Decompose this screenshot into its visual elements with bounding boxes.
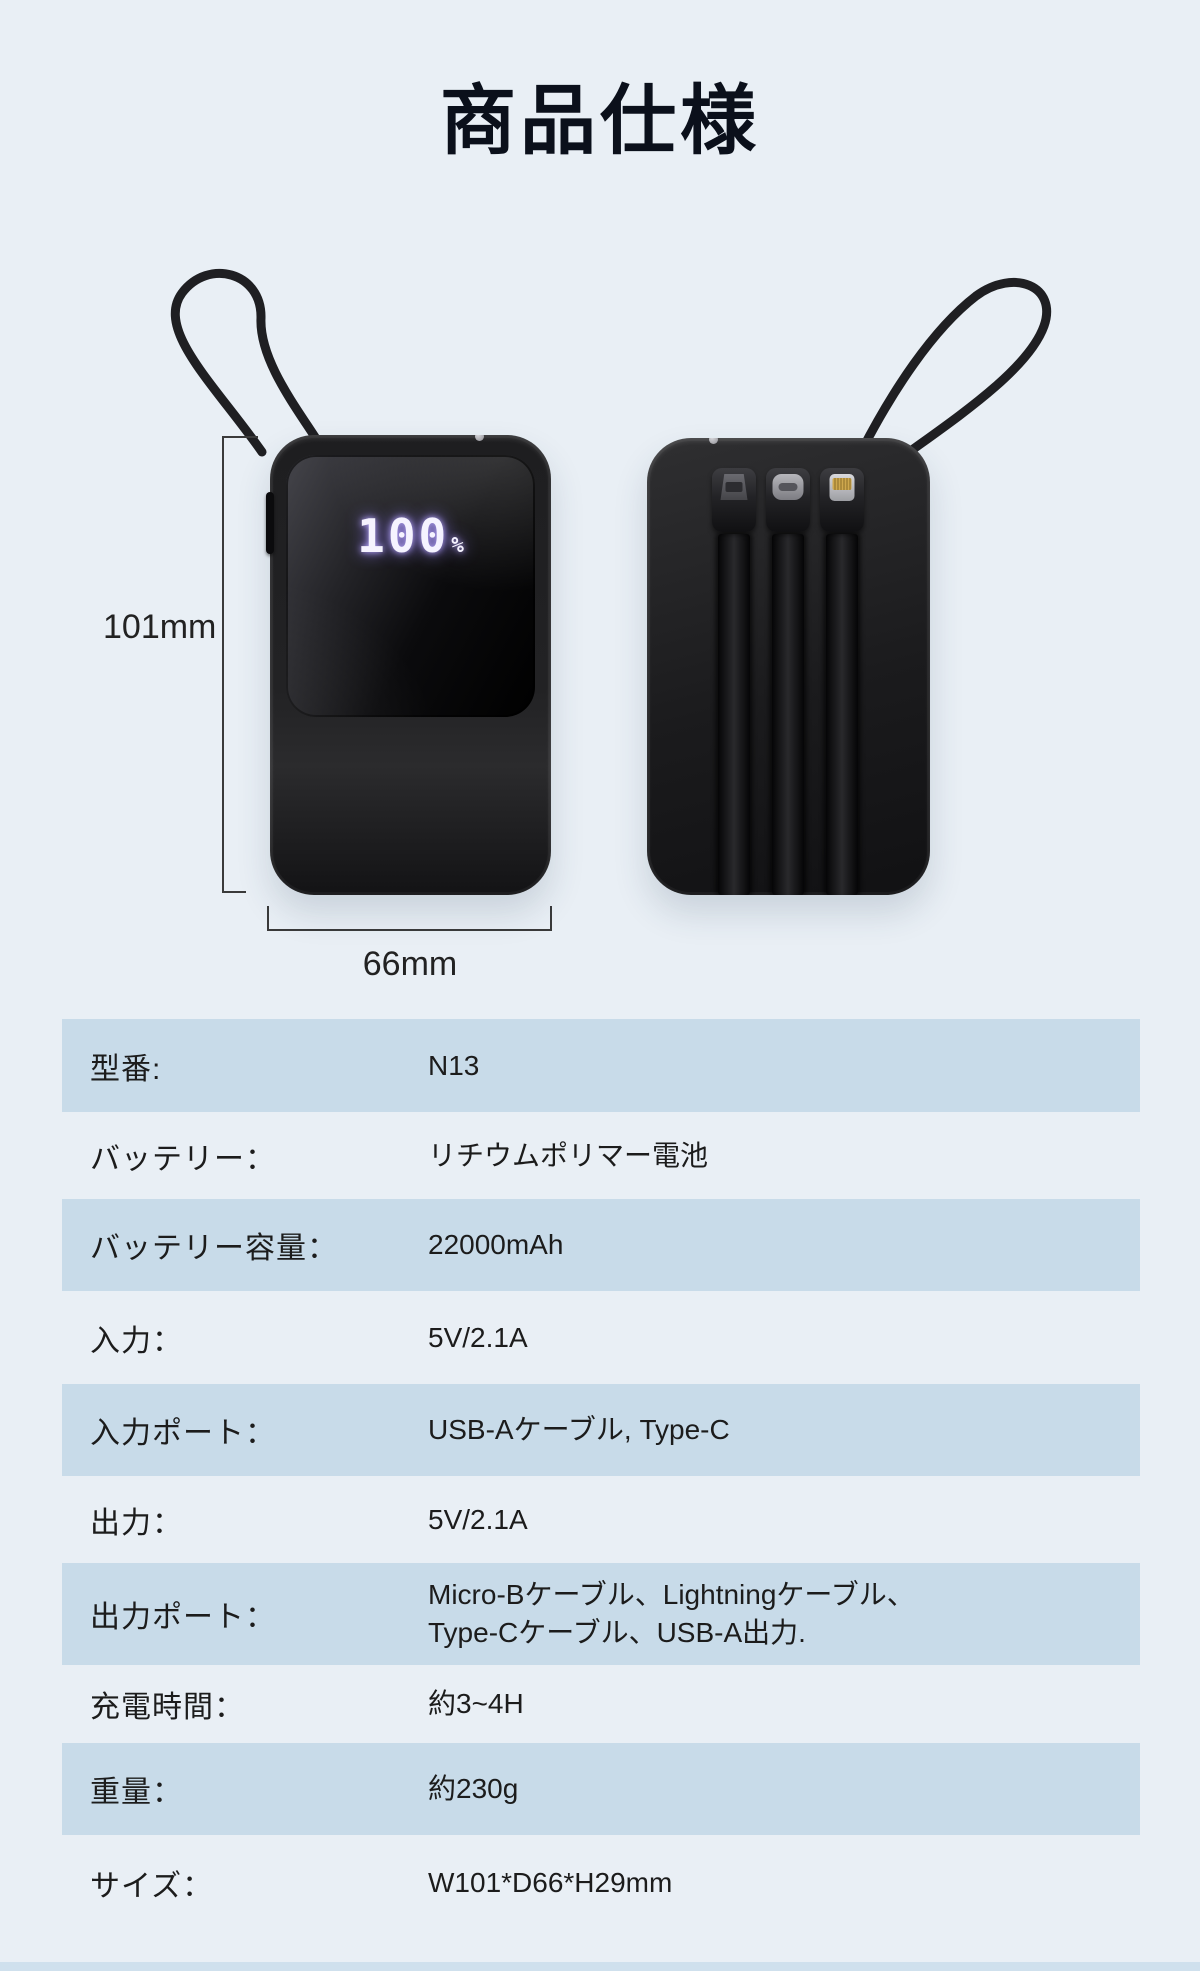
lanyard-cable-loop-left-icon [170,268,327,457]
spec-value: リチウムポリマー電池 [428,1139,709,1171]
spec-row: バッテリー： リチウムポリマー電池 [62,1112,1140,1199]
spec-label: 型番: [90,1052,162,1086]
lightning-tip-icon [829,474,855,501]
spec-value: 5V/2.1A [428,1321,528,1353]
battery-level-display: 100% [286,513,535,559]
product-diagram: 100% 101mm 66mm [103,268,1051,983]
side-button [266,492,274,554]
micro-b-tip-icon [720,474,748,500]
spec-label: バッテリー： [90,1142,276,1176]
spec-row: 入力ポート： USB-Aケーブル, Type-C [62,1384,1140,1476]
spec-label: バッテリー容量： [90,1232,338,1265]
micro-b-connector [712,468,756,532]
spec-row: 型番: N13 [62,1019,1140,1112]
width-dimension-label: 66mm [362,945,458,983]
spec-value: N13 [428,1049,480,1081]
bottom-band [0,1962,1200,1971]
powerbank-display-panel: 100% [286,455,535,717]
back-nub-icon [709,438,718,444]
diagram-overlay [170,268,1051,931]
page-title: 商品仕様 [440,79,760,164]
spec-row: 重量： 約230g [62,1743,1140,1835]
type-c-connector [766,468,810,532]
height-bracket [222,436,258,893]
spec-label: 入力ポート： [90,1417,276,1450]
percent-sign: % [451,533,464,557]
spec-value: 約3~4H [428,1688,524,1720]
spec-row: 出力ポート： Micro-Bケーブル、Lightningケーブル、 Type-C… [62,1563,1140,1665]
powerbank-back-view [647,438,930,895]
spec-row: バッテリー容量： 22000mAh [62,1199,1140,1291]
spec-value: USB-Aケーブル, Type-C [428,1414,730,1446]
spec-value: W101*D66*H29mm [428,1866,673,1898]
spec-label: 出力ポート： [90,1601,276,1634]
spec-value: 約230g [428,1773,519,1805]
spec-value: 22000mAh [428,1229,564,1261]
powerbank-front-view: 100% [270,435,551,895]
power-button-nub-icon [475,435,484,441]
lanyard-cable-loop-right-icon [857,277,1051,455]
spec-row: 出力： 5V/2.1A [62,1476,1140,1563]
height-dimension-label: 101mm [103,608,217,646]
lightning-connector [820,468,864,532]
battery-percent-value: 100 [357,509,450,563]
built-in-cable-3 [826,534,858,895]
spec-row: 入力： 5V/2.1A [62,1291,1140,1384]
spec-row: 充電時間： 約3~4H [62,1665,1140,1743]
built-in-cable-2 [772,534,804,895]
spec-label: サイズ： [90,1869,214,1903]
spec-label: 入力： [90,1324,183,1358]
spec-table: 型番: N13 バッテリー： リチウムポリマー電池 バッテリー容量： 22000… [62,1019,1140,1930]
spec-label: 重量： [90,1776,183,1809]
width-bracket [267,906,552,931]
spec-row: サイズ： W101*D66*H29mm [62,1835,1140,1930]
spec-label: 出力： [90,1506,183,1540]
spec-label: 充電時間： [90,1691,245,1724]
type-c-tip-icon [772,474,804,500]
spec-value: Micro-Bケーブル、Lightningケーブル、 Type-Cケーブル、US… [428,1579,915,1648]
spec-value: 5V/2.1A [428,1503,528,1535]
built-in-cable-1 [718,534,750,895]
